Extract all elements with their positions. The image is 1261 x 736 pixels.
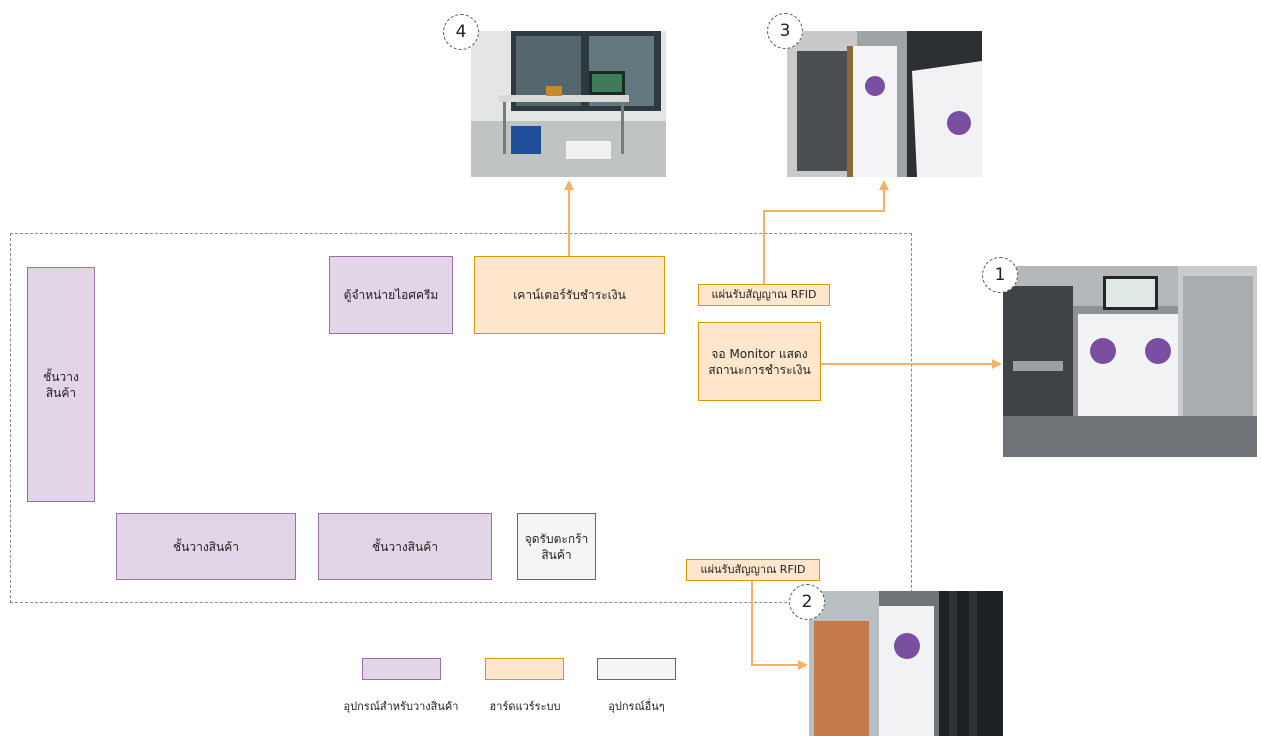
ice-cream-cabinet: ตู้จำหน่ายไอศครีม (329, 256, 453, 334)
legend-label-shelf: อุปกรณ์สำหรับวางสินค้า (343, 700, 459, 713)
shelf-bottom-1: ชั้นวางสินค้า (116, 513, 296, 580)
legend-swatch-other (597, 658, 676, 680)
payment-status-monitor: จอ Monitor แสดง สถานะการชำระเงิน (698, 322, 821, 401)
basket-pickup-point: จุดรับตะกร้า สินค้า (517, 513, 596, 580)
photo-rfid-gate-exit (809, 591, 1003, 736)
shelf-bottom-2: ชั้นวางสินค้า (318, 513, 492, 580)
photo-marker-4: 4 (443, 14, 479, 50)
legend-swatch-shelf (362, 658, 441, 680)
shelf-left: ชั้นวาง สินค้า (27, 267, 95, 502)
photo-marker-1: 1 (982, 257, 1018, 293)
photo-marker-2: 2 (789, 584, 825, 620)
photo-checkout-counter (471, 31, 666, 177)
photo-marker-3: 3 (767, 13, 803, 49)
legend-label-other: อุปกรณ์อื่นๆ (608, 700, 665, 713)
legend-label-hardware: ฮาร์ดแวร์ระบบ (489, 700, 561, 713)
photo-rfid-gate-entrance (787, 31, 982, 177)
legend-swatch-hardware (485, 658, 564, 680)
rfid-reader-bottom: แผ่นรับสัญญาณ RFID (686, 559, 820, 581)
rfid-reader-top: แผ่นรับสัญญาณ RFID (698, 284, 830, 306)
store-floor-outline (10, 233, 912, 603)
checkout-counter: เคาน์เตอร์รับชำระเงิน (474, 256, 665, 334)
photo-payment-monitor (1003, 266, 1257, 457)
